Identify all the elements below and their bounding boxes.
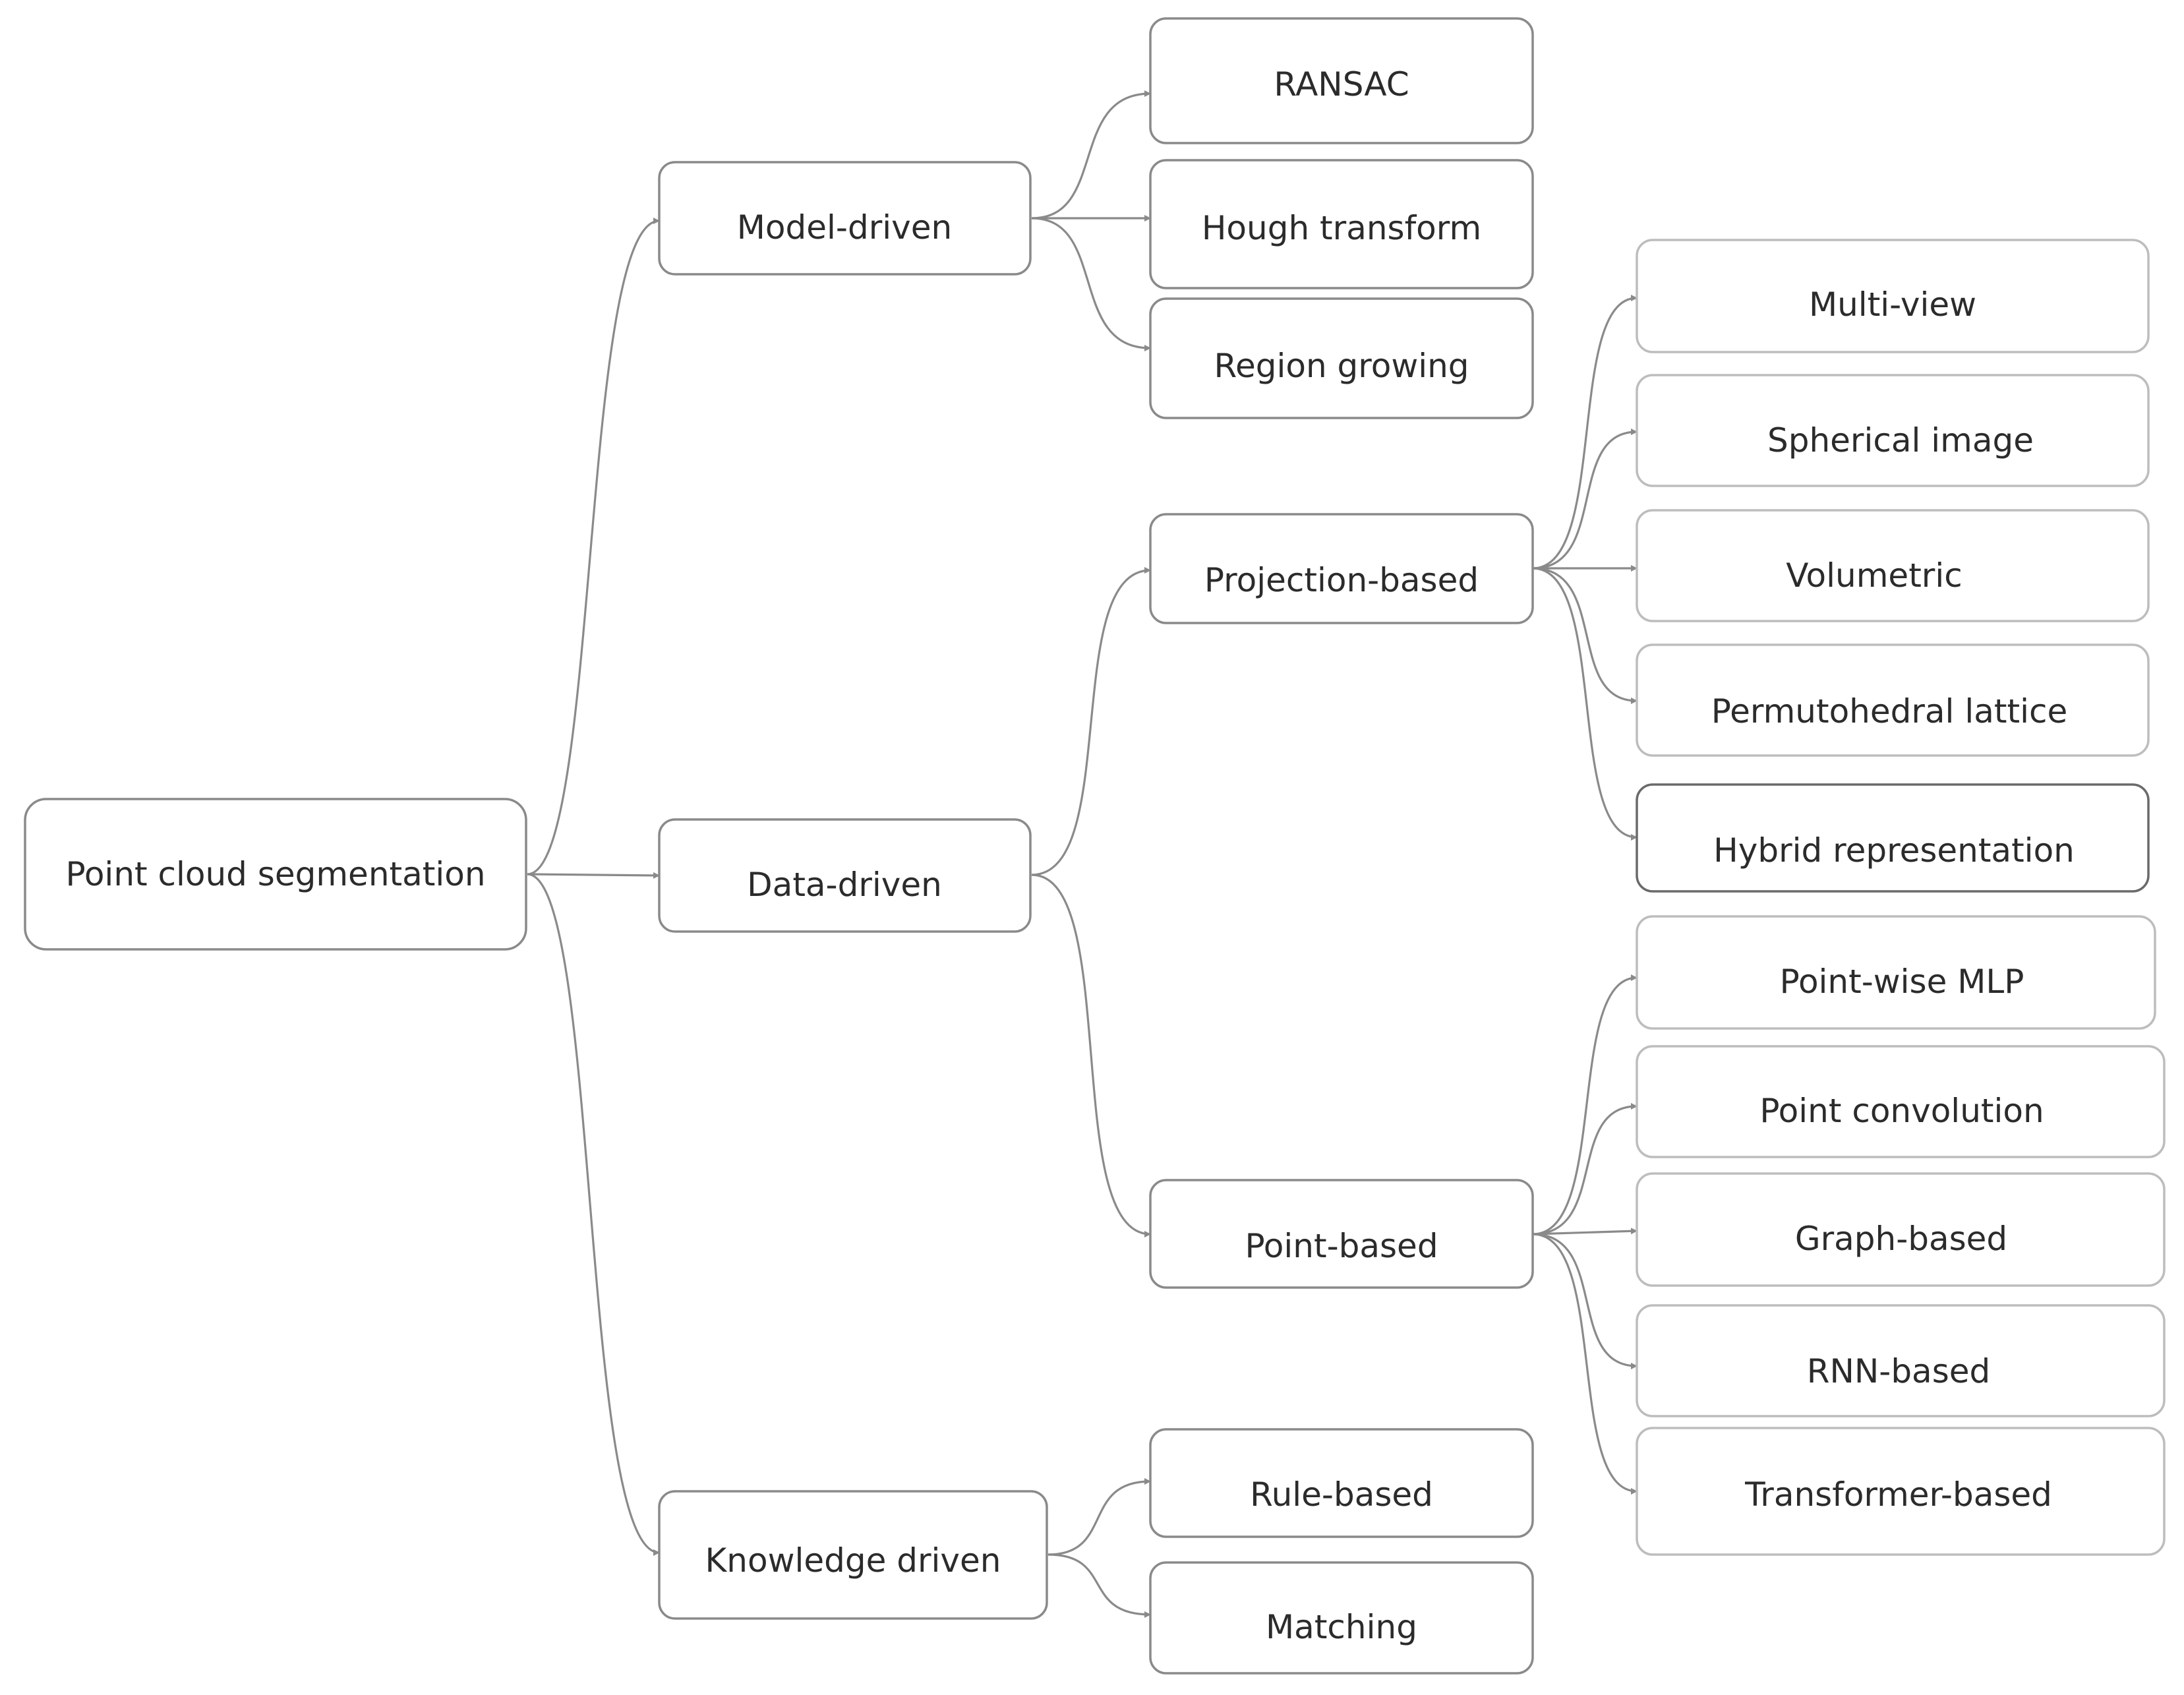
node-spherical-image: Spherical image <box>1636 374 2150 487</box>
node-ransac-label: RANSAC <box>1274 65 1409 104</box>
node-permutohedral-lattice: Permutohedral lattice <box>1636 643 2150 757</box>
edge-point-rnn <box>1532 1233 1638 1369</box>
edge-point-graph <box>1532 1228 1638 1235</box>
node-multi-view-label: Multi-view <box>1809 285 1976 324</box>
node-transformer-based: Transformer-based <box>1636 1427 2166 1556</box>
node-graph-based: Graph-based <box>1636 1172 2166 1287</box>
edge-projection-hybrid <box>1532 567 1638 841</box>
edge-point-convolution <box>1532 1103 1638 1235</box>
node-volumetric: Volumetric <box>1636 509 2150 622</box>
node-data-driven: Data-driven <box>658 818 1032 933</box>
edge-data-projection <box>1031 567 1151 876</box>
edge-model-region <box>1031 217 1151 351</box>
node-transformer-based-label: Transformer-based <box>1744 1475 2052 1514</box>
node-knowledge-driven-label: Knowledge driven <box>705 1541 1001 1580</box>
node-knowledge-driven: Knowledge driven <box>658 1490 1048 1620</box>
node-ransac: RANSAC <box>1149 17 1534 144</box>
edge-model-ransac <box>1031 90 1151 220</box>
node-projection-based: Projection-based <box>1149 513 1534 624</box>
edge-root-knowledge-driven <box>527 873 660 1556</box>
node-root: Point cloud segmentation <box>24 798 527 951</box>
node-rule-based-label: Rule-based <box>1250 1475 1433 1514</box>
node-hough-transform-label: Hough transform <box>1202 209 1481 247</box>
node-rule-based: Rule-based <box>1149 1428 1534 1538</box>
node-region-growing-label: Region growing <box>1214 347 1469 385</box>
edge-projection-permutohedral <box>1532 567 1638 704</box>
node-point-convolution-label: Point convolution <box>1759 1092 2044 1130</box>
node-permutohedral-lattice-label: Permutohedral lattice <box>1711 692 2067 730</box>
node-graph-based-label: Graph-based <box>1795 1220 2007 1258</box>
node-region-growing: Region growing <box>1149 297 1534 419</box>
edge-root-data-driven <box>527 872 660 879</box>
edge-data-point <box>1031 874 1151 1237</box>
edge-projection-multiview <box>1532 295 1638 570</box>
node-projection-based-label: Projection-based <box>1204 561 1479 599</box>
node-rnn-based-label: RNN-based <box>1807 1352 1991 1390</box>
node-hybrid-representation: Hybrid representation <box>1636 783 2150 893</box>
node-point-wise-mlp: Point-wise MLP <box>1636 915 2156 1030</box>
node-matching: Matching <box>1149 1561 1534 1675</box>
node-rnn-based: RNN-based <box>1636 1304 2166 1417</box>
node-data-driven-label: Data-driven <box>747 866 942 904</box>
node-point-based-label: Point-based <box>1245 1227 1438 1265</box>
edge-knowledge-rule <box>1048 1478 1151 1556</box>
node-root-label: Point cloud segmentation <box>65 855 485 893</box>
edges <box>527 90 1638 1618</box>
edge-point-transformer <box>1532 1233 1638 1495</box>
node-model-driven: Model-driven <box>658 161 1032 276</box>
nodes: Point cloud segmentation Model-driven Da… <box>24 17 2166 1675</box>
node-hybrid-representation-label: Hybrid representation <box>1713 831 2075 870</box>
node-spherical-image-label: Spherical image <box>1767 421 2034 460</box>
node-point-based: Point-based <box>1149 1179 1534 1289</box>
edge-knowledge-matching <box>1048 1553 1151 1618</box>
node-point-wise-mlp-label: Point-wise MLP <box>1780 963 2024 1001</box>
edge-point-mlp <box>1532 974 1638 1235</box>
node-matching-label: Matching <box>1266 1608 1417 1646</box>
node-volumetric-label: Volumetric <box>1786 556 1963 595</box>
edge-root-model-driven <box>527 218 660 876</box>
node-multi-view: Multi-view <box>1636 239 2150 353</box>
node-hough-transform: Hough transform <box>1149 159 1534 289</box>
node-model-driven-label: Model-driven <box>737 208 952 247</box>
edge-projection-spherical <box>1532 429 1638 570</box>
node-point-convolution: Point convolution <box>1636 1045 2166 1158</box>
